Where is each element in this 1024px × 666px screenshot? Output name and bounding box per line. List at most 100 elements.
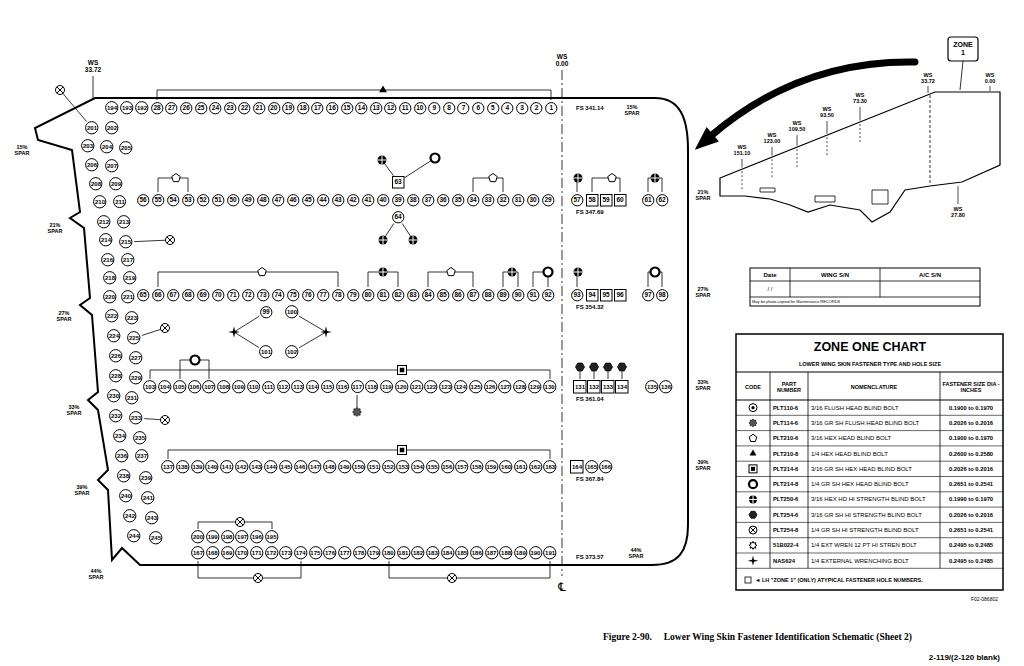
- hole-number: 230: [109, 393, 119, 399]
- fastener-hole: 4: [501, 102, 514, 115]
- hole-number: 227: [131, 355, 141, 361]
- fastener-hole: 172: [265, 546, 279, 560]
- hole-circle: [456, 461, 468, 473]
- hole-number: 189: [516, 550, 526, 556]
- symbol-part: [449, 575, 455, 581]
- fastener-hole: 144: [264, 460, 278, 474]
- table-rule: [750, 281, 980, 282]
- hole-number: 91: [529, 292, 536, 299]
- fastener-symbol: [750, 450, 757, 456]
- fastener-hole: 88: [482, 289, 495, 302]
- hole-number: 184: [442, 550, 452, 556]
- hole-circle: [90, 178, 102, 190]
- hole-number: 127: [500, 384, 510, 390]
- hole-circle: [458, 102, 469, 113]
- symbol-part: [749, 419, 757, 427]
- hole-square: [602, 381, 615, 394]
- hole-circle: [347, 194, 358, 205]
- fastener-hole: 118: [365, 380, 378, 393]
- fastener-hole: 7: [457, 102, 470, 115]
- hole-number: 222: [107, 313, 117, 319]
- fastener-hole: 83: [407, 289, 420, 302]
- station-label: 27% SPAR: [693, 286, 713, 298]
- fastener-hole: 217: [121, 253, 135, 267]
- hole-number: 128: [515, 384, 525, 390]
- station-label: FS 373.57: [576, 554, 604, 561]
- fastener-hole: 175: [309, 546, 323, 560]
- hole-circle: [212, 289, 223, 300]
- hole-number: 200: [193, 534, 203, 540]
- bracket-line: [473, 178, 503, 179]
- hole-number: 180: [384, 550, 394, 556]
- zone-tag: [948, 37, 978, 61]
- hole-number: 45: [304, 197, 311, 204]
- hole-number: 109: [234, 384, 244, 390]
- fastener-hole: 14: [355, 102, 368, 115]
- hole-circle: [144, 381, 156, 393]
- hole-number: 117: [352, 384, 362, 390]
- hole-number: 240: [121, 493, 131, 499]
- chart-cell: PLT214-6: [773, 466, 798, 472]
- bracket-line: [198, 578, 301, 579]
- fastener-hole: 41: [362, 194, 375, 207]
- chart-cell: 3/16 GR SH HI STRENGTH BLIND BOLT: [811, 511, 922, 518]
- hole-number: 60: [616, 197, 623, 204]
- fastener-symbol: [604, 363, 613, 371]
- hole-circle: [120, 236, 132, 248]
- fastener-hole: 169: [221, 546, 235, 560]
- hole-number: 105: [175, 384, 185, 390]
- fastener-hole: 151: [367, 460, 381, 474]
- fastener-hole: 28: [151, 102, 164, 115]
- fastener-hole: 163: [543, 460, 557, 474]
- hole-circle: [529, 381, 541, 393]
- hole-number: 76: [304, 292, 311, 299]
- note: ◄ LH "ZONE 1" (ONLY) ATYPICAL FASTENER H…: [755, 577, 923, 583]
- hole-number: 217: [123, 257, 133, 263]
- fastener-hole: 17: [311, 102, 324, 115]
- fastener-square: 60: [614, 194, 627, 207]
- inset-label: WS 27.80: [949, 206, 967, 218]
- atypical-hole-key: [745, 577, 751, 583]
- fastener-hole: 241: [141, 491, 155, 505]
- hole-number: 137: [163, 464, 173, 470]
- fastener-hole: 174: [294, 546, 308, 560]
- fastener-symbol: [398, 446, 407, 455]
- hole-circle: [128, 530, 140, 542]
- fastener-hole: 34: [467, 194, 480, 207]
- hole-number: 214: [101, 237, 111, 243]
- hole-circle: [104, 272, 116, 284]
- station-leader: [742, 159, 743, 168]
- leader-line: [134, 240, 170, 242]
- fastener-symbol: [254, 574, 263, 583]
- fastener-hole: 75: [287, 289, 300, 302]
- hole-circle: [221, 531, 233, 543]
- bracket-tick: [648, 272, 649, 287]
- fastener-hole: 106: [188, 380, 202, 394]
- fastener-hole: 137: [161, 460, 175, 474]
- hole-number: 36: [439, 197, 446, 204]
- record-table: [750, 268, 980, 306]
- symbol-part: [228, 326, 240, 338]
- hole-number: 205: [121, 145, 131, 151]
- symbol-part: [574, 174, 583, 183]
- fastener-hole: 5: [487, 102, 500, 115]
- record-cell: / /: [767, 286, 772, 293]
- station-label: 15% SPAR: [12, 144, 32, 156]
- hole-number: 8: [447, 105, 451, 112]
- hole-circle: [497, 289, 508, 300]
- fastener-hole: 92: [542, 289, 555, 302]
- fastener-hole: 33: [482, 194, 495, 207]
- inset-label: WS 123.00: [763, 132, 781, 144]
- hole-circle: [257, 289, 268, 300]
- fastener-hole: 170: [235, 546, 249, 560]
- hole-circle: [485, 461, 497, 473]
- hole-number: 194: [107, 105, 117, 111]
- chart-cell: 3/16 FLUSH HEAD BLIND BOLT: [811, 404, 899, 411]
- fastener-symbol: [576, 363, 585, 371]
- fastener-hole: 104: [158, 380, 172, 394]
- fastener-hole: 167: [191, 546, 205, 560]
- hole-circle: [324, 461, 336, 473]
- hole-circle: [437, 194, 448, 205]
- symbol-part: [382, 156, 383, 165]
